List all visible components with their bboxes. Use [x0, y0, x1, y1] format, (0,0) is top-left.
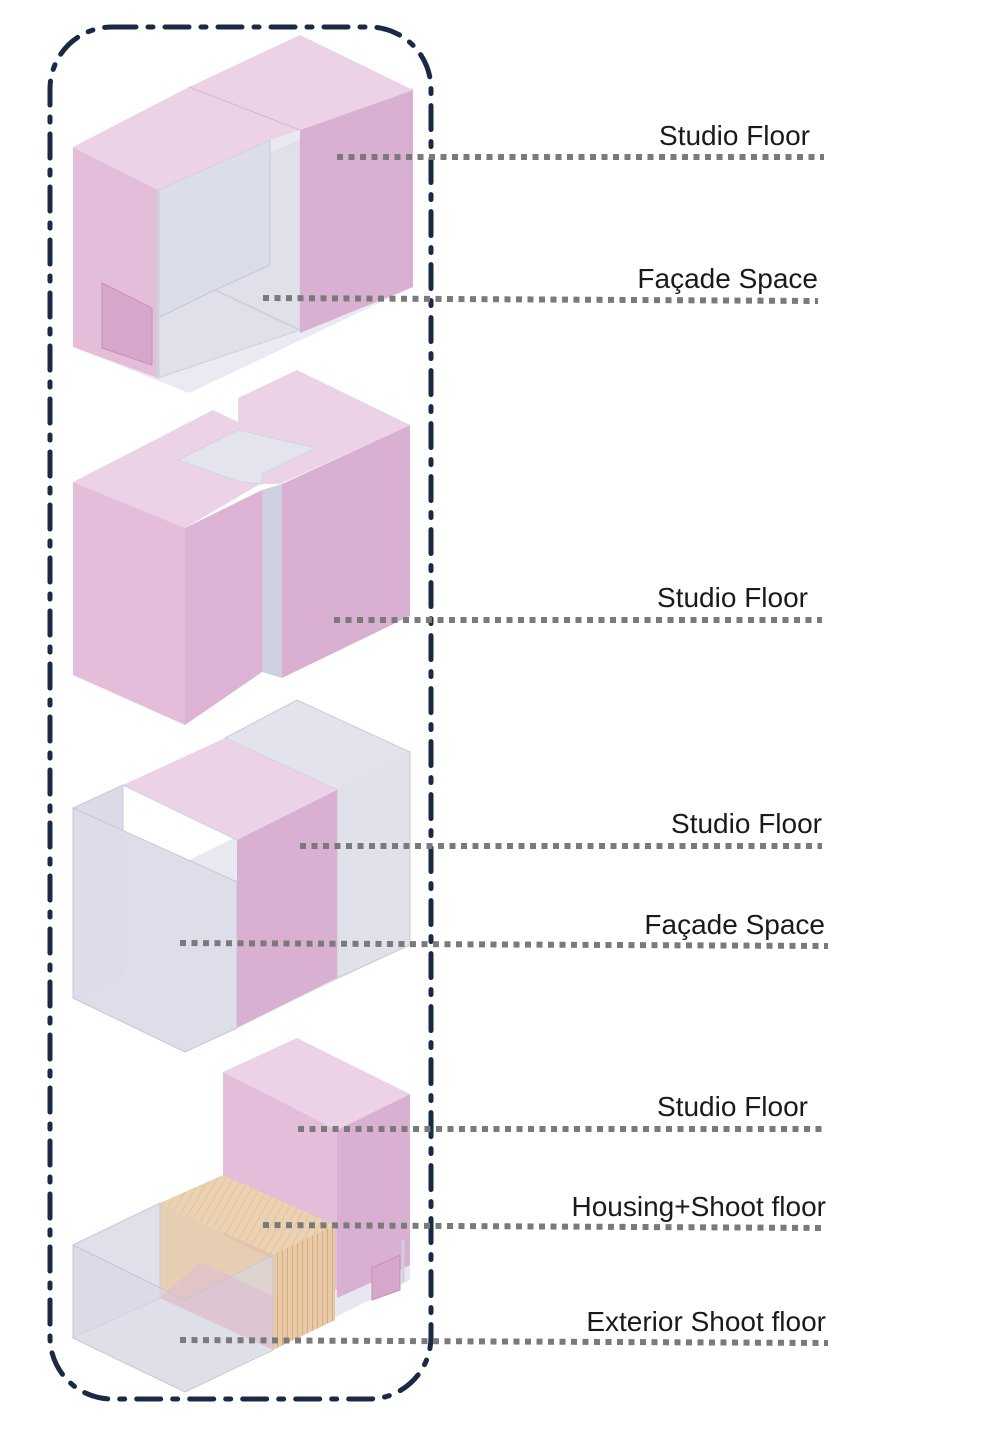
- module-4-door: [371, 1254, 401, 1301]
- leader-lines: [179, 154, 829, 1346]
- module-1-studio-facade: [73, 35, 413, 393]
- module-3-pink-wall: [237, 790, 337, 1028]
- label-studio-floor-2: Studio Floor: [657, 582, 808, 613]
- dash-dot-boundary: [47, 24, 434, 1402]
- module-3-left-glass-front: [72, 807, 238, 1053]
- module-4-tower-roof: [223, 1038, 410, 1130]
- module-2-court: [176, 429, 318, 485]
- module-2-middle-wall: [185, 490, 262, 725]
- module-2-left-wall: [73, 482, 185, 725]
- leader-line: [179, 1337, 829, 1346]
- leader-line: [262, 1222, 827, 1231]
- module-2-right-wall: [282, 425, 410, 678]
- module-4-housing-shoot: [72, 1038, 410, 1393]
- label-exterior-shoot-floor: Exterior Shoot floor: [586, 1306, 826, 1337]
- label-studio-floor-4: Studio Floor: [657, 1091, 808, 1122]
- label-facade-space-1: Façade Space: [637, 263, 818, 294]
- module-1-roof: [73, 35, 413, 190]
- module-1-door: [101, 282, 153, 366]
- label-studio-floor-1: Studio Floor: [659, 120, 810, 151]
- label-housing-shoot-floor: Housing+Shoot floor: [571, 1191, 826, 1222]
- module-4-glass-inner-pink: [160, 1262, 273, 1350]
- module-2-slot: [262, 484, 282, 678]
- module-1-right-wall: [300, 90, 413, 333]
- label-facade-space-2: Façade Space: [644, 909, 825, 940]
- label-studio-floor-3: Studio Floor: [671, 808, 822, 839]
- labels: Studio Floor Façade Space Studio Floor S…: [571, 120, 826, 1337]
- module-3-studio-facade: [72, 699, 411, 1053]
- module-4-wood-front: [273, 1225, 335, 1350]
- module-3-pink-roof: [123, 738, 337, 840]
- module-2-studio: [73, 370, 410, 725]
- leader-line: [179, 940, 829, 949]
- module-4-wood-top: [160, 1175, 335, 1255]
- module-4-tower-right: [337, 1094, 410, 1298]
- leader-line: [262, 295, 819, 304]
